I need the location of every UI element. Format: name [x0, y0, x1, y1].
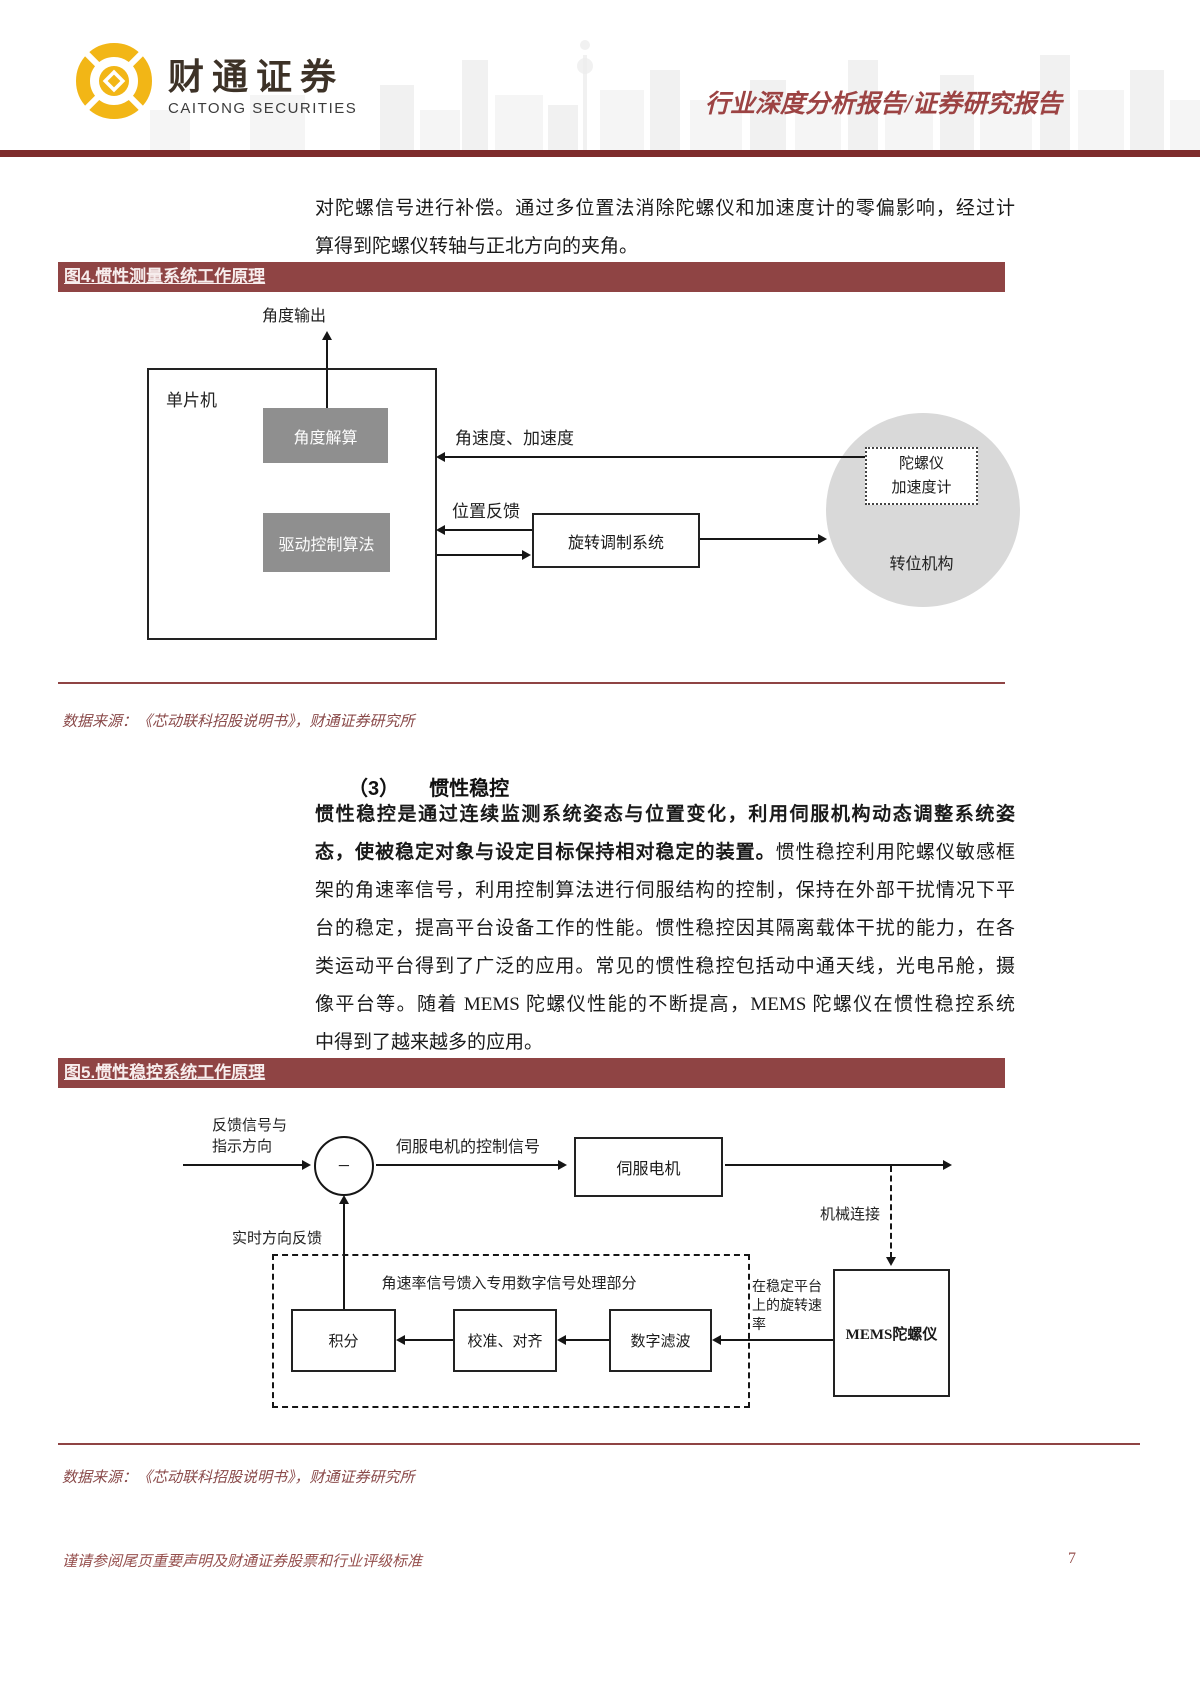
mechanical-link-line — [890, 1166, 892, 1258]
paragraph-line: 架的角速率信号，利用控制算法进行伺服结构的控制，保持在外部干扰情况下平 — [315, 872, 1015, 910]
brand-name: 财通证券 CAITONG SECURITIES — [168, 48, 357, 117]
figure5-bottom-rule — [58, 1443, 1140, 1445]
figure4-bottom-rule — [58, 682, 1005, 684]
header-rule — [0, 150, 1200, 157]
mechanical-link-label: 机械连接 — [820, 1207, 881, 1223]
label-line: 率 — [752, 1318, 766, 1333]
mems-gyro-box: MEMS陀螺仪 — [833, 1269, 950, 1397]
mcu-box — [147, 368, 437, 640]
bold-text: 惯性稳控是通过连续监测系统姿态与位置变化，利用伺服机构动态调整系统姿 — [315, 804, 1015, 825]
paragraph-line: 台的稳定，提高平台设备工作的性能。惯性稳控因其隔离载体干扰的能力，在各 — [315, 910, 1015, 948]
control-signal-line — [376, 1164, 562, 1166]
gyro-label: 陀螺仪 — [898, 456, 944, 472]
arrow-left-icon — [712, 1335, 721, 1345]
mcu-label: 单片机 — [166, 391, 217, 410]
brand-name-cn: 财通证券 — [168, 57, 345, 97]
indexing-mechanism-label: 转位机构 — [889, 556, 954, 573]
paragraph-line: 类运动平台得到了广泛的应用。常见的惯性稳控包括动中通天线，光电吊舱，摄 — [315, 948, 1015, 986]
city-skyline-watermark — [0, 0, 1200, 155]
digital-filter-box: 数字滤波 — [609, 1309, 712, 1372]
angular-rate-label: 角速度、加速度 — [455, 429, 574, 448]
figure4-source-note: 数据来源：《芯动联科招股说明书》，财通证券研究所 — [62, 714, 415, 730]
drive-control-box: 驱动控制算法 — [263, 513, 390, 572]
feedback-signal-label: 反馈信号与 指示方向 — [212, 1116, 287, 1158]
servo-motor-box: 伺服电机 — [574, 1137, 723, 1197]
paragraph-line: 对陀螺信号进行补偿。通过多位置法消除陀螺仪和加速度计的零偏影响，经过计 — [315, 198, 1015, 219]
calibration-box: 校准、对齐 — [453, 1309, 557, 1372]
servo-signal-label: 伺服电机的控制信号 — [396, 1139, 541, 1156]
drive-output-line — [437, 554, 524, 556]
arrow-left-icon — [396, 1335, 405, 1345]
label-line: 指示方向 — [212, 1139, 273, 1155]
position-feedback-label: 位置反馈 — [452, 502, 520, 521]
calib-to-integral-line — [402, 1339, 453, 1341]
paragraph-line: 中得到了越来越多的应用。 — [315, 1024, 1015, 1062]
section-heading-title: 惯性稳控 — [429, 778, 510, 800]
figure4-title-bar: 图4.惯性测量系统工作原理 — [58, 262, 1005, 292]
normal-text: 中得到了越来越多的应用。 — [315, 1032, 544, 1053]
report-type-label: 行业深度分析报告/证券研究报告 — [705, 91, 1062, 118]
bold-text: 态，使被稳定对象与设定目标保持相对稳定的装置。 — [315, 842, 776, 863]
arrow-left-icon — [436, 525, 445, 535]
rotation-modulation-box: 旋转调制系统 — [532, 513, 700, 568]
brand-name-en: CAITONG SECURITIES — [168, 100, 358, 117]
figure5-title-bar: 图5.惯性稳控系统工作原理 — [58, 1058, 1005, 1088]
paragraph-line: 态，使被稳定对象与设定目标保持相对稳定的装置。惯性稳控利用陀螺仪敏感框 — [315, 834, 1015, 872]
page-number: 7 — [1068, 1550, 1076, 1567]
arrow-up-icon — [339, 1195, 349, 1204]
normal-text: 类运动平台得到了广泛的应用。常见的惯性稳控包括动中通天线，光电吊舱，摄 — [315, 956, 1015, 977]
label-line: 反馈信号与 — [212, 1118, 288, 1134]
figure5-title: 图5.惯性稳控系统工作原理 — [64, 1063, 266, 1082]
arrow-left-icon — [557, 1335, 566, 1345]
normal-text: 台的稳定，提高平台设备工作的性能。惯性稳控因其隔离载体干扰的能力，在各 — [315, 918, 1015, 939]
indexing-mechanism-circle — [826, 413, 1020, 607]
arrow-right-icon — [522, 550, 531, 560]
dsp-section-label: 角速率信号馈入专用数字信号处理部分 — [381, 1276, 637, 1292]
summing-junction-circle: − — [314, 1136, 374, 1196]
arrow-left-icon — [436, 452, 445, 462]
angular-rate-line — [444, 456, 865, 458]
paragraph-line: 像平台等。随着 MEMS 陀螺仪性能的不断提高，MEMS 陀螺仪在惯性稳控系统 — [315, 986, 1015, 1024]
dsp-dashed-box — [272, 1254, 750, 1408]
angle-calc-box: 角度解算 — [263, 408, 388, 463]
figure5-source-note: 数据来源：《芯动联科招股说明书》，财通证券研究所 — [62, 1470, 415, 1486]
arrow-right-icon — [818, 534, 827, 544]
normal-text: 像平台等。随着 MEMS 陀螺仪性能的不断提高，MEMS 陀螺仪在惯性稳控系统 — [315, 994, 1015, 1015]
paragraph-line: 惯性稳控是通过连续监测系统姿态与位置变化，利用伺服机构动态调整系统姿 — [315, 796, 1015, 834]
section-heading-number: （3） — [348, 778, 400, 800]
arrow-right-icon — [943, 1160, 952, 1170]
arrow-right-icon — [558, 1160, 567, 1170]
arrow-down-icon — [886, 1257, 896, 1266]
intro-paragraph: 对陀螺信号进行补偿。通过多位置法消除陀螺仪和加速度计的零偏影响，经过计 算得到陀… — [315, 190, 1015, 266]
footer-disclaimer: 谨请参阅尾页重要声明及财通证券股票和行业评级标准 — [62, 1554, 423, 1570]
normal-text: 惯性稳控利用陀螺仪敏感框 — [775, 842, 1015, 863]
servo-output-line — [725, 1164, 947, 1166]
angle-output-line — [326, 340, 328, 408]
normal-text: 架的角速率信号，利用控制算法进行伺服结构的控制，保持在外部干扰情况下平 — [315, 880, 1015, 901]
label-line: 在稳定平台 — [752, 1280, 822, 1295]
paragraph-line: 算得到陀螺仪转轴与正北方向的夹角。 — [315, 236, 639, 257]
angle-output-label: 角度输出 — [262, 308, 327, 325]
filter-to-calib-line — [563, 1339, 609, 1341]
platform-rate-label: 在稳定平台 上的旋转速 率 — [752, 1278, 822, 1335]
section3-paragraph: 惯性稳控是通过连续监测系统姿态与位置变化，利用伺服机构动态调整系统姿 态，使被稳… — [315, 796, 1015, 1062]
realtime-feedback-label: 实时方向反馈 — [232, 1231, 323, 1247]
integral-box: 积分 — [291, 1309, 396, 1372]
modulation-to-mechanism-line — [700, 538, 822, 540]
gyro-accel-box: 陀螺仪 加速度计 — [865, 447, 978, 505]
brand-logo-icon — [75, 42, 153, 125]
arrow-right-icon — [302, 1160, 311, 1170]
label-line: 上的旋转速 — [752, 1299, 822, 1314]
mems-to-filter-line — [718, 1339, 833, 1341]
figure4-title: 图4.惯性测量系统工作原理 — [64, 267, 266, 286]
realtime-feedback-line — [343, 1202, 345, 1309]
input-line — [183, 1164, 308, 1166]
position-feedback-line — [444, 529, 532, 531]
section-heading: （3） 惯性稳控 — [348, 772, 509, 801]
arrow-up-icon — [322, 331, 332, 340]
accelerometer-label: 加速度计 — [891, 480, 952, 496]
